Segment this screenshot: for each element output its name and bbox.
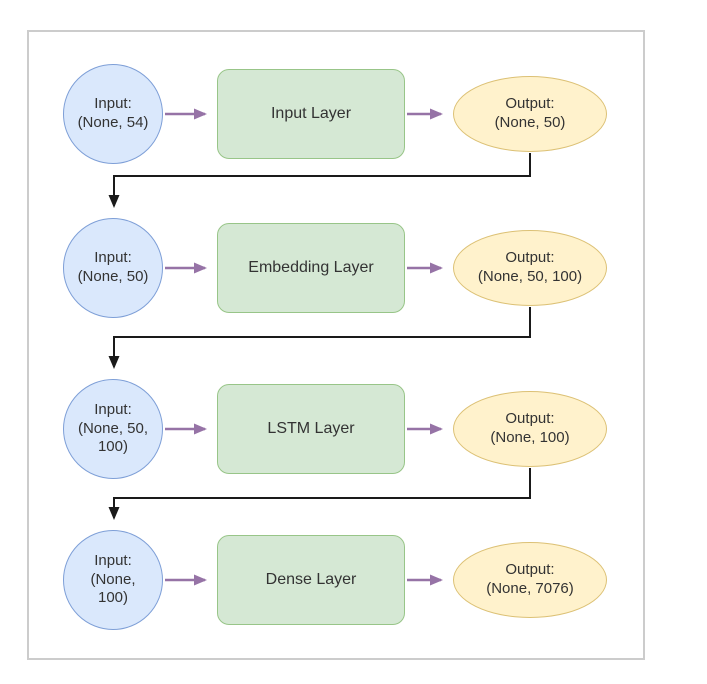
input-node-row4: Input: (None, 100) xyxy=(63,530,163,630)
output-node-row4: Output: (None, 7076) xyxy=(453,542,607,618)
input-node-row2: Input: (None, 50) xyxy=(63,218,163,318)
layer-node-row1: Input Layer xyxy=(217,69,405,159)
layer-node-row4: Dense Layer xyxy=(217,535,405,625)
layer-node-row2: Embedding Layer xyxy=(217,223,405,313)
input-node-row1: Input: (None, 54) xyxy=(63,64,163,164)
output-node-row1: Output: (None, 50) xyxy=(453,76,607,152)
layer-node-row3: LSTM Layer xyxy=(217,384,405,474)
output-node-row3: Output: (None, 100) xyxy=(453,391,607,467)
input-node-row3: Input: (None, 50, 100) xyxy=(63,379,163,479)
output-node-row2: Output: (None, 50, 100) xyxy=(453,230,607,306)
